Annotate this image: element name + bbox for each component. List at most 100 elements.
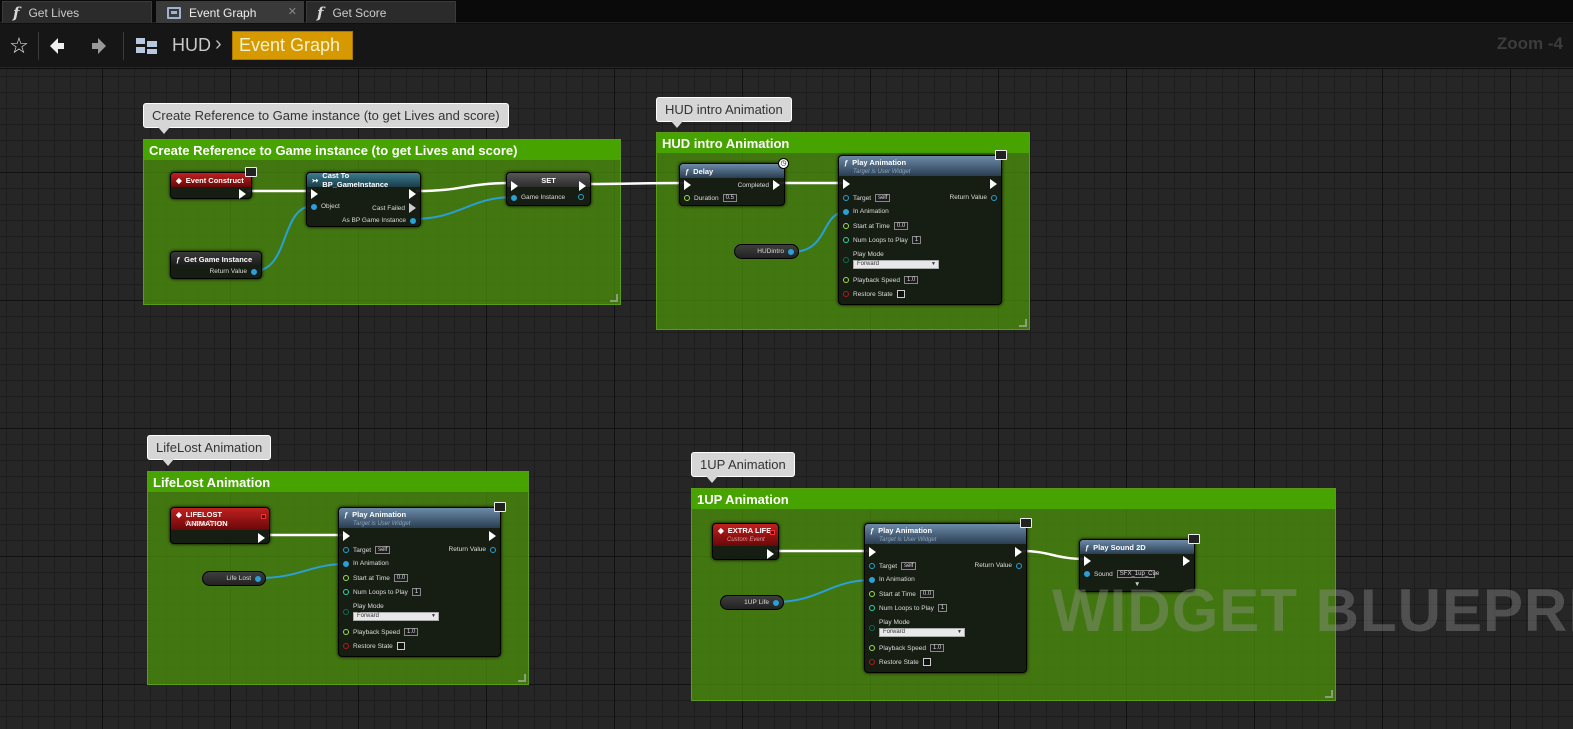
return-value-pin[interactable]: Return Value [449, 546, 496, 553]
exec-out-pin[interactable] [767, 549, 774, 559]
play-mode-dropdown[interactable]: Forward [853, 260, 939, 269]
comment-bubble[interactable]: LifeLost Animation [147, 435, 272, 466]
num-loops-field[interactable]: 1 [937, 604, 948, 612]
play-mode-dropdown[interactable]: Forward [353, 612, 439, 621]
exec-out-pin[interactable] [239, 189, 246, 199]
forward-arrow-icon[interactable] [84, 31, 114, 61]
graph-canvas[interactable]: Create Reference to Game instance (to ge… [0, 69, 1573, 729]
breadcrumb-current[interactable]: Event Graph [232, 31, 354, 60]
playback-speed-field[interactable]: 1.0 [929, 644, 945, 652]
oneup-life-variable-node[interactable]: 1UP Life [720, 595, 784, 610]
close-icon[interactable]: ✕ [287, 6, 297, 18]
cast-failed-pin[interactable]: Cast Failed [372, 203, 416, 213]
exec-in-pin[interactable] [843, 179, 850, 189]
exec-out-pin[interactable] [258, 533, 265, 543]
exec-out-pin[interactable] [1015, 547, 1022, 557]
comment-bubble[interactable]: Create Reference to Game instance (to ge… [143, 103, 509, 134]
expand-arrow-icon[interactable]: ▼ [1134, 581, 1141, 588]
exec-out-pin[interactable] [579, 181, 586, 191]
return-value-pin[interactable]: Return Value [950, 194, 997, 201]
breadcrumb-root[interactable]: HUD [172, 35, 211, 55]
exec-out-pin[interactable] [1183, 556, 1190, 566]
graph-overview-icon[interactable] [132, 31, 162, 61]
target-field[interactable]: self [375, 546, 391, 554]
resize-grip[interactable] [1325, 690, 1333, 698]
target-field[interactable]: self [901, 562, 917, 570]
restore-state-checkbox[interactable] [896, 290, 905, 298]
exec-out-pin[interactable] [489, 531, 496, 541]
exec-in-pin[interactable] [684, 180, 691, 190]
completed-pin[interactable]: Completed [738, 180, 780, 190]
game-instance-out-pin[interactable] [578, 194, 584, 200]
favorite-star-icon[interactable]: ☆ [9, 33, 29, 58]
start-at-time-field[interactable]: 0.0 [919, 590, 935, 598]
exec-in-pin[interactable] [311, 189, 318, 199]
exec-in-pin[interactable] [1084, 556, 1091, 566]
play-mode-dropdown[interactable]: Forward [879, 628, 965, 637]
lifelost-variable-node[interactable]: Life Lost [202, 571, 266, 586]
comment-bubble[interactable]: 1UP Animation [691, 452, 795, 483]
resize-grip[interactable] [610, 294, 618, 302]
resize-grip[interactable] [1019, 319, 1027, 327]
sound-asset-field[interactable]: SFX_1up_Cue [1116, 570, 1159, 578]
playback-speed-field[interactable]: 1.0 [403, 628, 419, 636]
in-animation-pin[interactable]: In Animation [843, 208, 889, 215]
tab-event-graph[interactable]: Event Graph ✕ [156, 1, 304, 23]
resize-grip[interactable] [518, 674, 526, 682]
as-bp-game-instance-pin[interactable]: As BP Game Instance [342, 217, 416, 224]
tab-get-lives[interactable]: f Get Lives [2, 1, 152, 23]
playback-speed-field[interactable]: 1.0 [903, 276, 919, 284]
target-field[interactable]: self [875, 194, 891, 202]
comment-bubble[interactable]: HUD intro Animation [656, 97, 792, 128]
object-pin[interactable]: Object [311, 203, 340, 210]
return-value-pin[interactable]: Return Value [210, 268, 257, 275]
in-animation-pin[interactable]: In Animation [869, 576, 915, 583]
exec-out-pin[interactable] [990, 179, 997, 189]
restore-state-pin[interactable]: Restore State [843, 290, 905, 298]
exec-out-pin[interactable] [409, 189, 416, 199]
lifelost-animation-event-node[interactable]: ◆LIFELOST ANIMATION Custom Event [170, 507, 270, 544]
num-loops-field[interactable]: 1 [411, 588, 422, 596]
restore-state-pin[interactable]: Restore State [343, 642, 405, 650]
num-loops-field[interactable]: 1 [911, 236, 922, 244]
set-node[interactable]: SET Game Instance [506, 172, 591, 206]
exec-in-pin[interactable] [511, 181, 518, 191]
exec-in-pin[interactable] [343, 531, 350, 541]
event-construct-node[interactable]: ◆Event Construct [170, 167, 257, 199]
tab-get-score[interactable]: f Get Score [306, 1, 456, 23]
extra-life-event-node[interactable]: ◆EXTRA LIFE Custom Event [712, 523, 779, 560]
start-at-time-field[interactable]: 0.0 [393, 574, 409, 582]
hudintro-variable-node[interactable]: HUDintro [734, 244, 799, 259]
restore-state-checkbox[interactable] [396, 642, 405, 650]
start-at-time-field[interactable]: 0.0 [893, 222, 909, 230]
in-animation-pin[interactable]: In Animation [343, 560, 389, 567]
restore-state-checkbox[interactable] [922, 658, 931, 666]
back-arrow-icon[interactable] [42, 31, 72, 61]
duration-field[interactable]: 0.5 [722, 194, 737, 202]
return-value-pin[interactable]: Return Value [975, 562, 1022, 569]
exec-in-pin[interactable] [869, 547, 876, 557]
delegate-pin[interactable] [770, 530, 775, 535]
game-instance-pin[interactable]: Game Instance [511, 194, 565, 201]
